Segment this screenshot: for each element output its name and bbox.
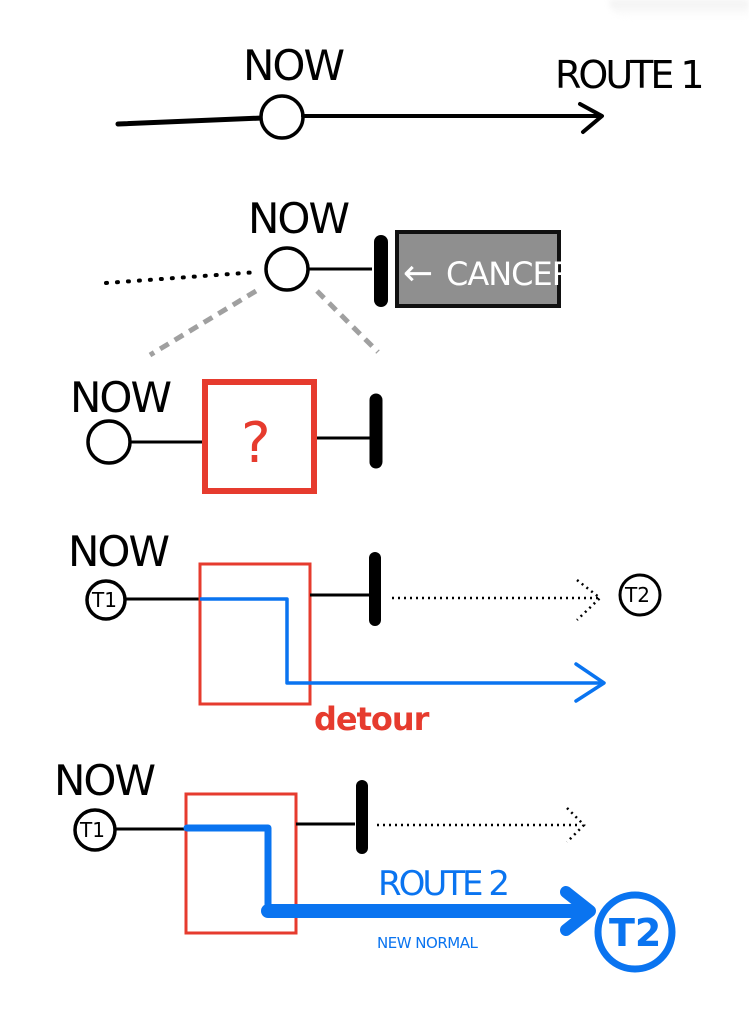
question-mark: ? <box>241 411 271 476</box>
window-shadow <box>609 0 749 18</box>
panel-route1: NOW ROUTE 1 <box>115 41 705 140</box>
t1-label: T1 <box>91 588 117 612</box>
detour-box <box>198 562 312 706</box>
now-node <box>264 246 310 292</box>
detour-box <box>184 792 298 935</box>
detour-path <box>200 597 604 685</box>
t2-goal-node <box>594 891 676 973</box>
now-node <box>86 419 132 465</box>
now-label: NOW <box>54 756 155 805</box>
now-node <box>259 94 305 140</box>
now-label: NOW <box>243 41 344 90</box>
past-dotted-line <box>104 270 260 285</box>
cancer-box <box>395 230 561 308</box>
cancer-label: CANCER <box>446 255 574 293</box>
t2-goal-label: T2 <box>609 911 661 955</box>
now-label: NOW <box>70 373 171 422</box>
panel-route2: NOW T1 ROUTE 2 NEW NORMAL T2 <box>54 756 676 973</box>
route1-label: ROUTE 1 <box>555 53 702 97</box>
new-normal-label: NEW NORMAL <box>377 934 478 952</box>
t2-node <box>618 573 662 617</box>
old-route-arrowhead <box>576 579 602 621</box>
t2-label: T2 <box>624 583 650 607</box>
unknown-box <box>202 379 317 494</box>
past-line <box>115 115 265 127</box>
now-label: NOW <box>248 194 349 243</box>
panel-cancer: NOW ← CANCER <box>104 194 575 358</box>
zoom-dash-left <box>148 288 258 358</box>
old-route-arrowhead <box>566 807 586 843</box>
zoom-dash-right <box>315 289 380 354</box>
route1-arrowhead <box>578 102 604 134</box>
cancer-arrow-glyph: ← <box>403 253 432 294</box>
panel-detour: NOW T1 T2 detour <box>68 527 662 738</box>
panel-unknown: NOW ? <box>70 373 383 494</box>
route2-path-bend <box>183 824 272 915</box>
route2-arrowhead <box>560 886 596 936</box>
now-label: NOW <box>68 527 169 576</box>
detour-label: detour <box>314 700 430 738</box>
t1-label: T1 <box>79 818 105 842</box>
route2-label: ROUTE 2 <box>378 864 507 904</box>
detour-arrowhead <box>574 662 606 703</box>
